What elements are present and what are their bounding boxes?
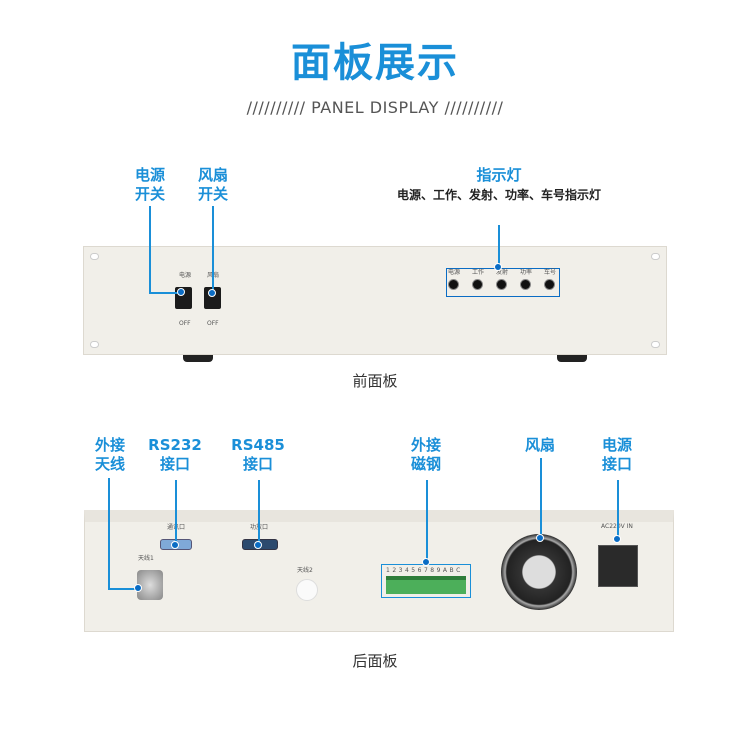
mount-hole [90, 341, 99, 348]
off-label: OFF [207, 320, 219, 327]
callout-text: RS232 [148, 436, 202, 454]
indicator-label: 工作 [472, 269, 485, 276]
indicator-led [520, 279, 531, 290]
callout-fan-switch: 风扇开关 [168, 166, 258, 204]
callout-dot [422, 558, 430, 566]
leader-line [617, 480, 619, 538]
indicator-label: 功率 [520, 269, 533, 276]
panel-foot [557, 355, 587, 362]
indicator-label: 发射 [496, 269, 509, 276]
terminal-pins: 1 2 3 4 5 6 7 8 9 A B C [386, 567, 461, 574]
terminal-block [386, 576, 466, 594]
leader-line [108, 588, 138, 590]
leader-line [426, 480, 428, 562]
callout-dot [134, 584, 142, 592]
callout-power: 电源接口 [572, 436, 662, 474]
callout-dot [254, 541, 262, 549]
callout-text: 开关 [197, 185, 228, 203]
leader-line [212, 206, 214, 294]
mount-hole [90, 253, 99, 260]
callout-text: 磁钢 [410, 455, 441, 473]
callout-text: 开关 [134, 185, 165, 203]
panel-foot [183, 355, 213, 362]
callout-text: 电源 [601, 436, 632, 454]
page-title: 面板展示 [291, 40, 459, 86]
leader-line [175, 480, 177, 541]
leader-line [258, 480, 260, 542]
indicator-box [446, 268, 560, 297]
switch-label: 电源 [179, 272, 192, 279]
mount-hole [651, 253, 660, 260]
callout-text: 外接 [94, 436, 125, 454]
port-label: 天线2 [297, 567, 313, 574]
indicator-led [544, 279, 555, 290]
callout-text: 风扇 [524, 436, 555, 454]
indicator-led [496, 279, 507, 290]
indicator-led [472, 279, 483, 290]
mount-hole [651, 341, 660, 348]
port-label: 天线1 [138, 555, 154, 562]
rear-panel-caption: 后面板 [352, 652, 398, 670]
callout-text: 电源 [134, 166, 165, 184]
callout-text: 外接 [410, 436, 441, 454]
callout-text: RS485 [231, 436, 285, 454]
leader-line [108, 478, 110, 589]
leader-line [540, 458, 542, 538]
antenna2-hole [296, 579, 318, 601]
callout-dot [171, 541, 179, 549]
callout-antenna: 外接天线 [65, 436, 155, 474]
callout-dot [613, 535, 621, 543]
indicator-label: 电源 [448, 269, 461, 276]
terminal-box: 1 2 3 4 5 6 7 8 9 A B C [381, 564, 471, 598]
indicator-led [448, 279, 459, 290]
indicator-description: 电源、工作、发射、功率、车号指示灯 [396, 188, 601, 202]
callout-text: 接口 [242, 455, 273, 473]
port-label: AC220V IN [601, 523, 633, 530]
leader-line [149, 292, 181, 294]
off-label: OFF [179, 320, 191, 327]
callout-magnet: 外接磁钢 [381, 436, 471, 474]
callout-dot [208, 289, 216, 297]
front-panel: 电源 风扇 OFF OFF 电源 工作 发射 功率 车号 [83, 246, 667, 355]
leader-line [498, 225, 500, 268]
callout-text: 风扇 [197, 166, 228, 184]
callout-dot [536, 534, 544, 542]
ac-power-socket [598, 545, 638, 587]
front-panel-caption: 前面板 [352, 372, 398, 390]
callout-dot [177, 288, 185, 296]
page-subtitle: ////////// PANEL DISPLAY ////////// [246, 98, 504, 117]
callout-text: 接口 [159, 455, 190, 473]
fan-grille [501, 534, 577, 610]
indicator-label: 车号 [544, 269, 557, 276]
callout-text: 天线 [94, 455, 125, 473]
callout-fan: 风扇 [495, 436, 585, 455]
rear-panel: 通讯口 功放口 天线1 天线2 1 2 3 4 5 6 7 8 9 A B C … [84, 510, 674, 632]
callout-power-switch: 电源开关 [105, 166, 195, 204]
callout-dot [494, 263, 502, 271]
callout-indicator: 指示灯 [476, 166, 522, 184]
leader-line [149, 206, 151, 293]
callout-text: 接口 [601, 455, 632, 473]
